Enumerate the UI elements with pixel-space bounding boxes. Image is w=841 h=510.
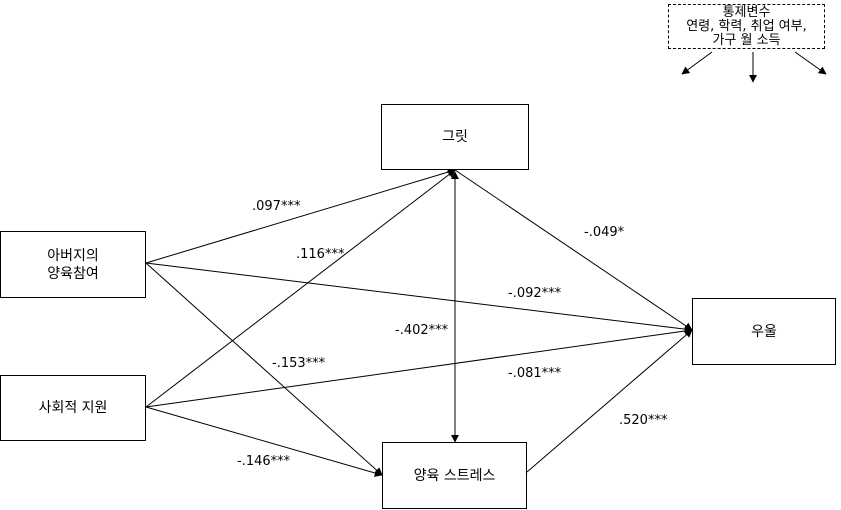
path-social-stress bbox=[145, 406, 383, 477]
control-line-1: 연령, 학력, 취업 여부, bbox=[686, 19, 807, 34]
coef-social-stress: -.146*** bbox=[237, 454, 291, 469]
node-father-involvement: 아버지의 양육참여 bbox=[0, 231, 146, 298]
path-stress-depression bbox=[526, 329, 693, 473]
control-arrow-left bbox=[681, 51, 713, 75]
coef-father-depression: -.092*** bbox=[508, 286, 562, 301]
node-depression-label: 우울 bbox=[751, 323, 777, 340]
path-social-depression bbox=[145, 327, 693, 408]
coef-social-depression: -.081*** bbox=[508, 366, 562, 381]
node-parenting-stress-label: 양육 스트레스 bbox=[413, 467, 496, 484]
coef-stress-depression: .520*** bbox=[619, 413, 668, 428]
coef-grit-depression: -.049* bbox=[584, 225, 625, 240]
path-father-stress bbox=[145, 262, 383, 476]
node-father-label-line-2: 양육참여 bbox=[47, 265, 99, 282]
coef-father-stress: -.153*** bbox=[272, 356, 326, 371]
coef-grit-stress: -.402*** bbox=[395, 323, 449, 338]
node-father-label: 아버지의 양육참여 bbox=[47, 247, 99, 283]
control-variables-box: 통제변수 연령, 학력, 취업 여부, 가구 월 소득 bbox=[668, 4, 825, 49]
node-grit: 그릿 bbox=[381, 104, 529, 170]
node-parenting-stress: 양육 스트레스 bbox=[382, 442, 527, 509]
coef-social-grit: .116*** bbox=[296, 247, 345, 262]
node-social-support: 사회적 지원 bbox=[0, 375, 146, 441]
coef-father-grit: .097*** bbox=[252, 199, 301, 214]
node-depression: 우울 bbox=[692, 298, 836, 365]
path-father-depression bbox=[145, 262, 693, 334]
node-social-support-label: 사회적 지원 bbox=[38, 400, 108, 416]
node-father-label-line-1: 아버지의 bbox=[47, 247, 99, 264]
control-line-2: 가구 월 소득 bbox=[712, 33, 781, 48]
control-arrow-right bbox=[794, 51, 827, 75]
path-social-grit bbox=[145, 169, 456, 408]
path-father-grit bbox=[145, 168, 456, 264]
node-grit-label: 그릿 bbox=[442, 129, 468, 145]
path-grit-depression bbox=[454, 169, 693, 331]
control-title: 통제변수 bbox=[722, 5, 771, 20]
